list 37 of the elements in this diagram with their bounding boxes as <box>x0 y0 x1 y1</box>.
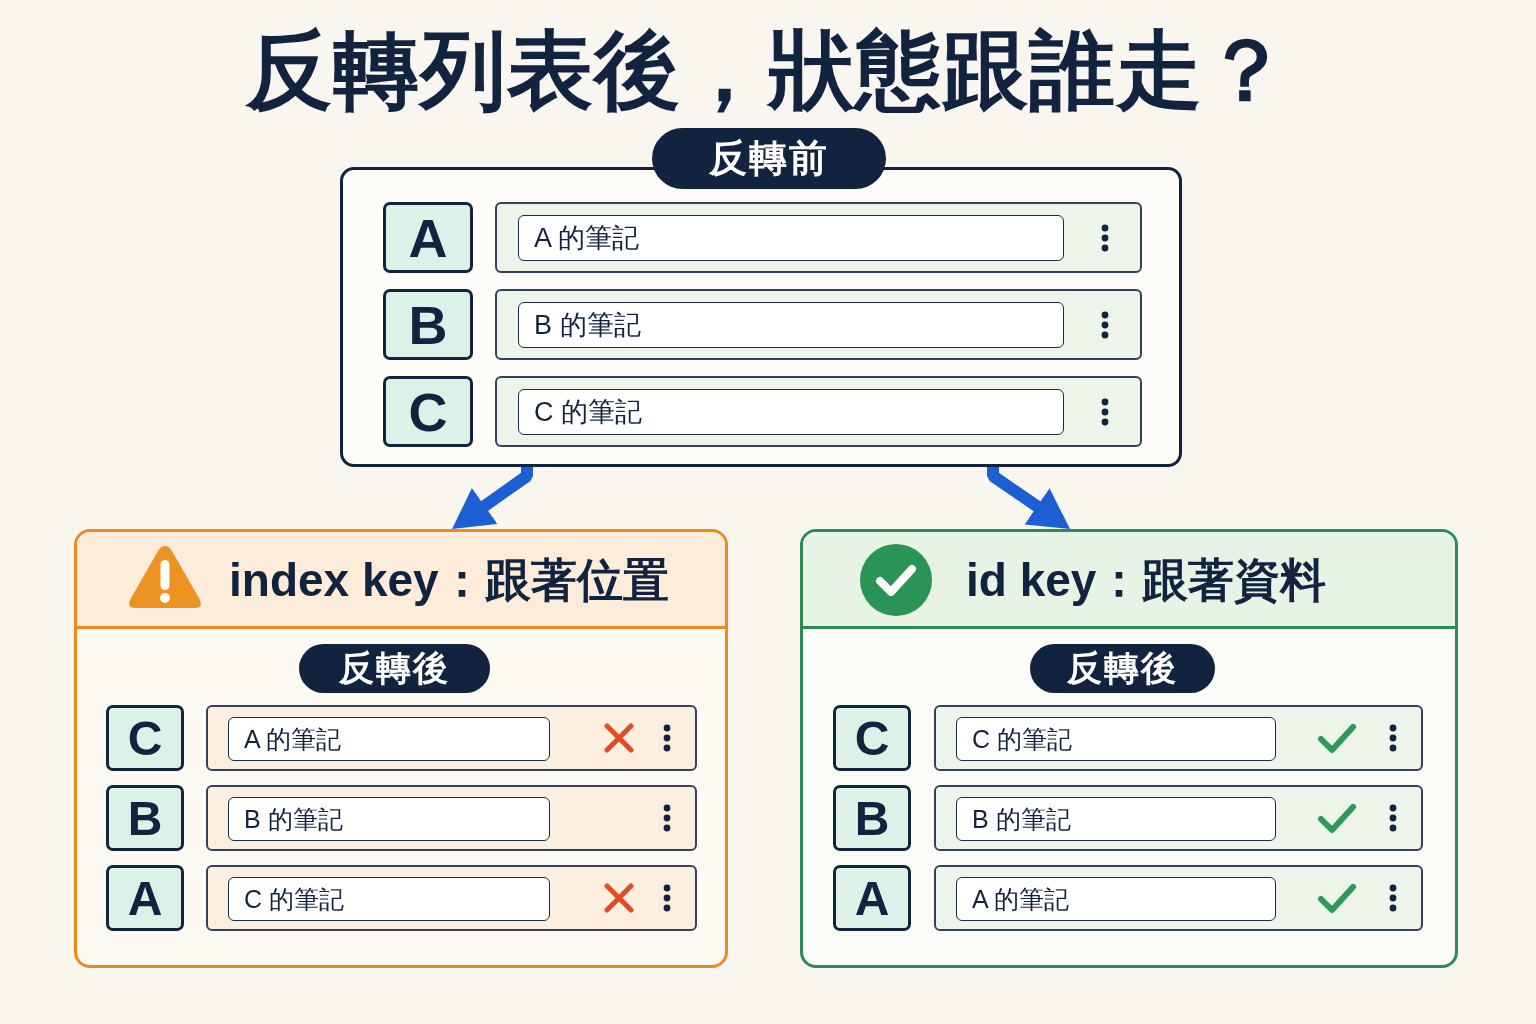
letter-tile: A <box>106 865 184 931</box>
letter-tile: B <box>106 785 184 851</box>
text-field: C 的筆記 <box>956 717 1276 761</box>
list-row <box>495 202 1142 273</box>
text-field: C 的筆記 <box>518 389 1064 435</box>
text-field: B 的筆記 <box>956 797 1276 841</box>
result-panel <box>74 529 728 968</box>
letter-tile: B <box>383 289 473 360</box>
panel-heading: index key：跟著位置 <box>229 553 669 608</box>
list-row <box>934 705 1423 771</box>
letter-tile: A <box>383 202 473 273</box>
title-pill: 反轉後 <box>1030 644 1215 693</box>
text-field: B 的筆記 <box>518 302 1064 348</box>
text-field: A 的筆記 <box>956 877 1276 921</box>
letter-tile: A <box>833 865 911 931</box>
letter-tile: C <box>383 376 473 447</box>
letter-tile: B <box>833 785 911 851</box>
text-field: C 的筆記 <box>228 877 550 921</box>
list-row <box>934 785 1423 851</box>
list-row <box>206 785 697 851</box>
title-pill: 反轉後 <box>299 644 490 693</box>
page-title: 反轉列表後，狀態跟誰走？ <box>246 21 1290 120</box>
list-row <box>495 289 1142 360</box>
result-panel <box>800 529 1458 968</box>
title-pill: 反轉前 <box>652 128 886 189</box>
letter-tile: C <box>106 705 184 771</box>
text-field: A 的筆記 <box>228 717 550 761</box>
arrow <box>987 467 1070 529</box>
list-row <box>206 705 697 771</box>
list-row <box>495 376 1142 447</box>
text-field: A 的筆記 <box>518 215 1064 261</box>
list-row <box>206 865 697 931</box>
list-row <box>934 865 1423 931</box>
arrow <box>452 467 533 529</box>
letter-tile: C <box>833 705 911 771</box>
text-field: B 的筆記 <box>228 797 550 841</box>
panel-heading: id key：跟著資料 <box>966 553 1327 608</box>
